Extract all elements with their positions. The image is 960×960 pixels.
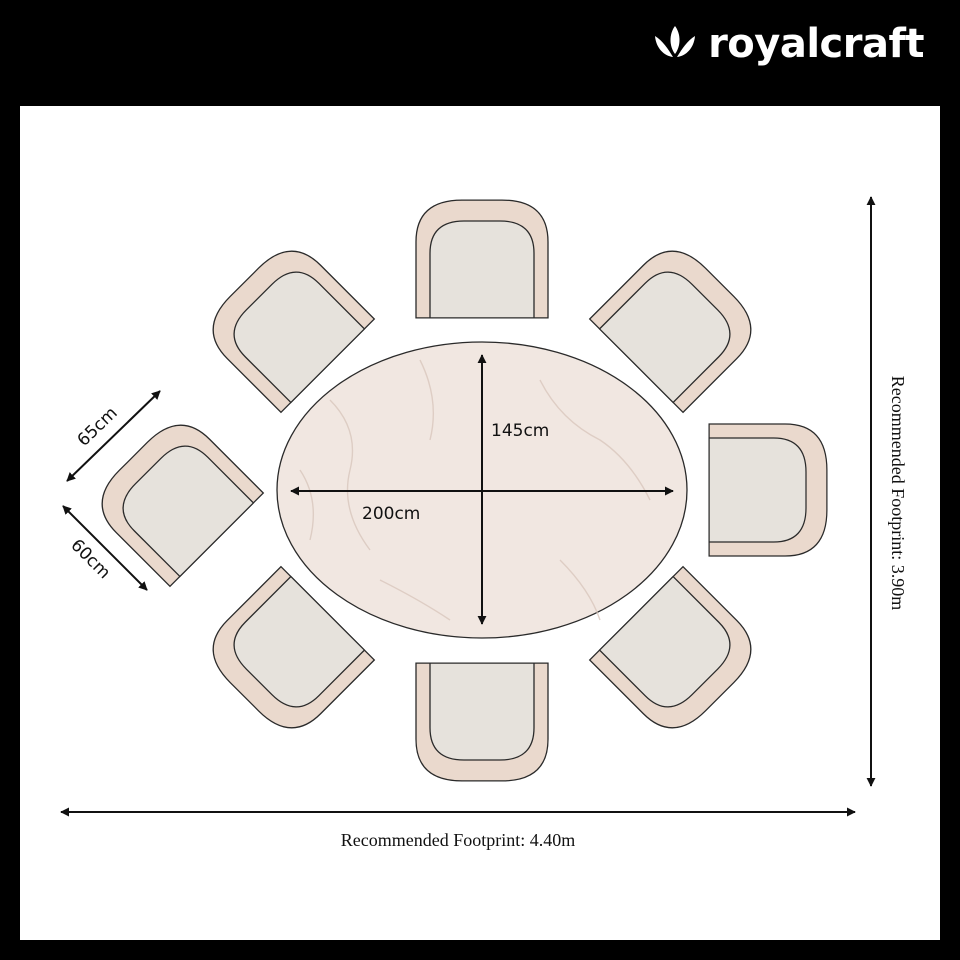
footprint-width-label: Recommended Footprint: 4.40m [341, 830, 575, 850]
footprint-depth-label: Recommended Footprint: 3.90m [888, 376, 908, 610]
table-depth-label: 145cm [491, 421, 549, 441]
brand-header: royalcraft [652, 24, 924, 64]
table-marble-veins [299, 359, 651, 621]
chair-depth-arrow [62, 505, 148, 591]
table-width-label: 200cm [362, 504, 420, 524]
chair-bottom [415, 662, 549, 782]
chair-width-arrow [66, 390, 161, 482]
chair-top [415, 199, 549, 319]
chair-depth-label: 60cm [66, 535, 114, 583]
crown-leaf-icon [655, 26, 696, 57]
chair-right [708, 423, 828, 557]
chair-width-label: 65cm [74, 403, 122, 450]
brand-name: royalcraft [708, 21, 924, 67]
